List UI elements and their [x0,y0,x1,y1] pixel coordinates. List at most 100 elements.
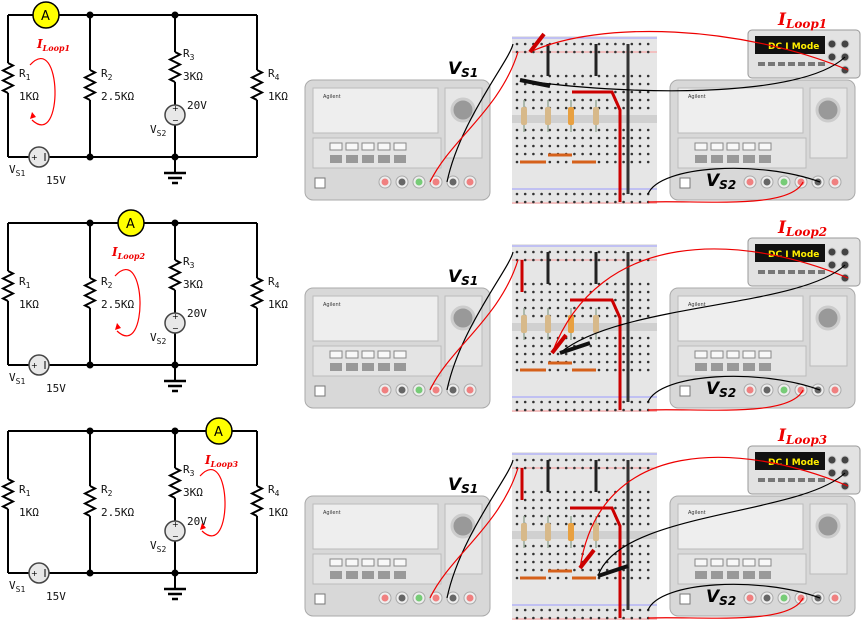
function-button[interactable] [743,363,755,371]
function-button[interactable] [758,142,772,151]
binding-post-terminal[interactable] [831,594,839,602]
function-button[interactable] [362,571,374,579]
multimeter-jack[interactable] [827,52,837,62]
function-button[interactable] [393,558,407,567]
multimeter-button[interactable] [758,270,765,274]
function-button[interactable] [695,571,707,579]
function-button[interactable] [361,350,375,359]
binding-post-terminal[interactable] [449,178,457,186]
function-button[interactable] [710,350,724,359]
binding-post-terminal[interactable] [398,386,406,394]
power-button[interactable] [314,385,326,397]
function-button[interactable] [742,558,756,567]
binding-post-terminal[interactable] [415,386,423,394]
function-button[interactable] [377,558,391,567]
binding-post-terminal[interactable] [763,178,771,186]
binding-post-terminal[interactable] [466,386,474,394]
multimeter-button[interactable] [808,62,815,66]
function-button[interactable] [711,155,723,163]
multimeter-button[interactable] [778,478,785,482]
function-button[interactable] [330,363,342,371]
power-button[interactable] [679,385,691,397]
binding-post-terminal[interactable] [814,386,822,394]
multimeter-button[interactable] [788,270,795,274]
multimeter-button[interactable] [778,270,785,274]
multimeter-jack[interactable] [827,455,837,465]
function-button[interactable] [378,155,390,163]
function-button[interactable] [758,350,772,359]
multimeter-button[interactable] [758,478,765,482]
function-button[interactable] [329,350,343,359]
power-button[interactable] [314,593,326,605]
multimeter-button[interactable] [758,62,765,66]
function-button[interactable] [393,142,407,151]
multimeter-jack[interactable] [827,260,837,270]
function-button[interactable] [727,155,739,163]
function-button[interactable] [727,363,739,371]
binding-post-terminal[interactable] [466,594,474,602]
adjust-knob[interactable] [815,97,841,123]
multimeter-jack[interactable] [840,455,850,465]
function-button[interactable] [710,558,724,567]
function-button[interactable] [345,350,359,359]
function-button[interactable] [394,363,406,371]
function-button[interactable] [330,571,342,579]
adjust-knob[interactable] [450,305,476,331]
multimeter-button[interactable] [788,62,795,66]
function-button[interactable] [329,558,343,567]
function-button[interactable] [710,142,724,151]
power-button[interactable] [679,593,691,605]
function-button[interactable] [726,558,740,567]
function-button[interactable] [695,363,707,371]
function-button[interactable] [394,571,406,579]
function-button[interactable] [329,142,343,151]
multimeter-button[interactable] [818,270,825,274]
multimeter-button[interactable] [798,62,805,66]
binding-post-terminal[interactable] [814,178,822,186]
function-button[interactable] [394,155,406,163]
function-button[interactable] [759,571,771,579]
function-button[interactable] [695,155,707,163]
binding-post-terminal[interactable] [415,594,423,602]
function-button[interactable] [345,142,359,151]
multimeter-jack[interactable] [827,39,837,49]
function-button[interactable] [726,350,740,359]
multimeter-jack[interactable] [840,39,850,49]
function-button[interactable] [330,155,342,163]
binding-post-terminal[interactable] [746,594,754,602]
binding-post-terminal[interactable] [381,386,389,394]
binding-post-terminal[interactable] [780,178,788,186]
multimeter-jack[interactable] [840,247,850,257]
binding-post-terminal[interactable] [763,386,771,394]
function-button[interactable] [362,155,374,163]
function-button[interactable] [362,363,374,371]
adjust-knob[interactable] [815,305,841,331]
function-button[interactable] [346,363,358,371]
multimeter-button[interactable] [798,478,805,482]
multimeter-button[interactable] [768,478,775,482]
function-button[interactable] [346,155,358,163]
binding-post-terminal[interactable] [831,178,839,186]
function-button[interactable] [345,558,359,567]
binding-post-terminal[interactable] [449,594,457,602]
power-button[interactable] [314,177,326,189]
binding-post-terminal[interactable] [780,386,788,394]
binding-post-terminal[interactable] [746,386,754,394]
binding-post-terminal[interactable] [381,178,389,186]
multimeter-button[interactable] [798,270,805,274]
binding-post-terminal[interactable] [398,178,406,186]
multimeter-button[interactable] [768,270,775,274]
function-button[interactable] [694,558,708,567]
binding-post-terminal[interactable] [432,178,440,186]
multimeter-button[interactable] [818,62,825,66]
function-button[interactable] [694,142,708,151]
binding-post-terminal[interactable] [466,178,474,186]
multimeter-button[interactable] [808,478,815,482]
power-button[interactable] [679,177,691,189]
adjust-knob[interactable] [450,97,476,123]
multimeter-button[interactable] [768,62,775,66]
multimeter-jack[interactable] [827,247,837,257]
binding-post-terminal[interactable] [831,386,839,394]
multimeter-button[interactable] [808,270,815,274]
binding-post-terminal[interactable] [780,594,788,602]
